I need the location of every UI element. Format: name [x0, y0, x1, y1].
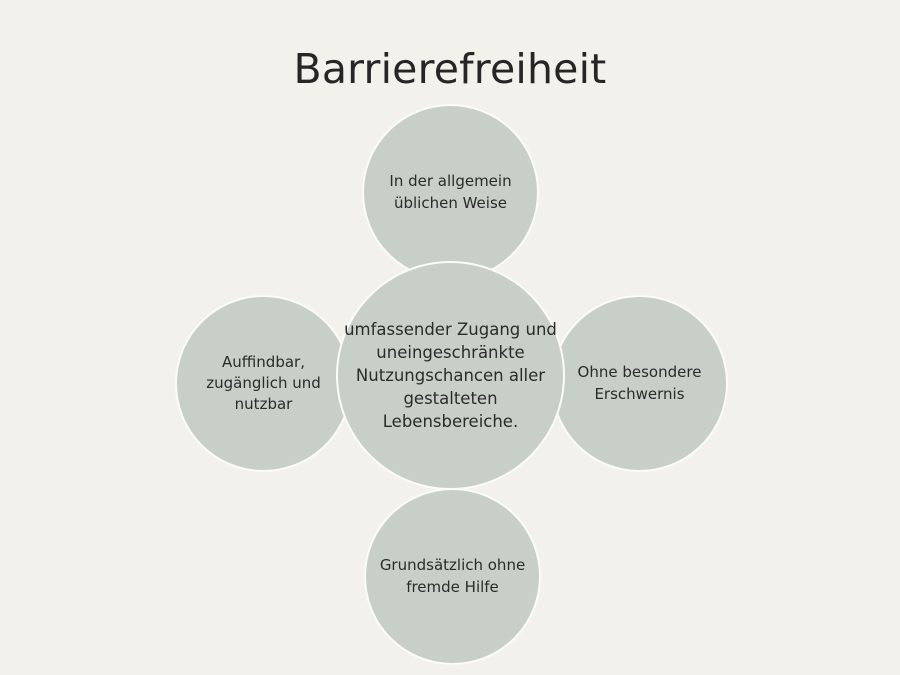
diagram-bubble-top[interactable]: In der allgemein üblichen Weise: [362, 104, 539, 281]
diagram-bubble-bottom-label: Grundsätzlich ohne fremde Hilfe: [379, 556, 526, 596]
diagram-bubble-top-label: In der allgemein üblichen Weise: [389, 172, 512, 212]
diagram-bubble-center-label: umfassender Zugang und uneingeschränkte …: [344, 319, 557, 432]
page-title: Barrierefreiheit: [293, 45, 607, 93]
diagram-bubble-center[interactable]: umfassender Zugang und uneingeschränkte …: [336, 261, 565, 490]
diagram-bubble-left[interactable]: Auffindbar, zugänglich und nutzbar: [175, 295, 352, 472]
diagram-bubble-left-label: Auffindbar, zugänglich und nutzbar: [206, 352, 321, 414]
diagram-bubble-right[interactable]: Ohne besondere Erschwernis: [551, 295, 728, 472]
diagram-bubble-right-label: Ohne besondere Erschwernis: [577, 363, 702, 403]
diagram-bubble-bottom[interactable]: Grundsätzlich ohne fremde Hilfe: [364, 488, 541, 665]
